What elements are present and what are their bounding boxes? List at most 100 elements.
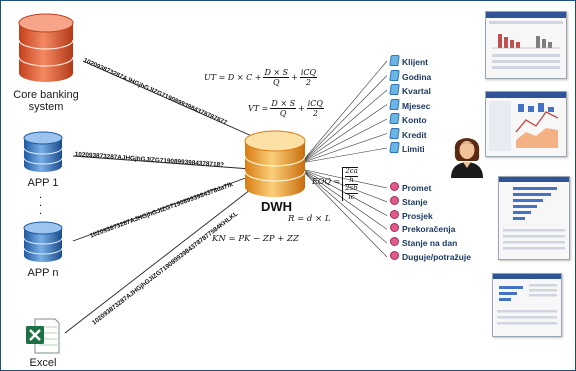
measure-label: Stanje na dan xyxy=(402,238,458,249)
dimension-marker-icon xyxy=(389,142,400,153)
formula-vt-fraction-1: D × S Q xyxy=(270,99,297,118)
user-avatar-icon xyxy=(451,138,483,178)
excel-label: Excel xyxy=(29,357,57,369)
dimension-label: Godina xyxy=(402,71,432,82)
measure-spoke xyxy=(300,168,388,258)
appn-label: APP n xyxy=(27,267,59,279)
appn-to-dwh-line xyxy=(72,175,252,242)
formula-eoq-num: 2ca xyxy=(345,167,358,177)
report-thumbnail-2 xyxy=(485,91,567,157)
dimension-spoke xyxy=(300,89,388,164)
formula-vt-f1-num: D × S xyxy=(270,99,297,109)
formula-ut-lhs: UT = D × C + xyxy=(204,73,262,82)
dimension-item: Mjesec xyxy=(389,98,431,111)
dimension-label: Klijent xyxy=(402,57,428,67)
report-thumbnail-1 xyxy=(485,11,567,79)
appn-database-icon xyxy=(23,221,63,262)
dimension-label: Kvartal xyxy=(402,86,431,96)
app1-database-icon xyxy=(23,131,63,172)
measure-marker-icon xyxy=(390,223,399,233)
measure-label: Prekoračenja xyxy=(402,224,456,235)
core-banking-database-icon xyxy=(18,13,74,82)
report-thumbnail-1-image xyxy=(486,12,566,69)
formula-vt-plus: + xyxy=(298,104,305,113)
formula-eoq-radical: 2ca h 2sb ic xyxy=(342,167,358,201)
dimension-item: Kredit xyxy=(389,127,427,140)
sources-ellipsis: . . . xyxy=(39,189,43,217)
excel-to-dwh-line xyxy=(64,182,260,334)
formula-ut-fraction-1: D × S Q xyxy=(263,68,290,87)
formula-ut-plus: + xyxy=(291,73,298,82)
dimension-spoke xyxy=(300,133,388,164)
dwh-spokes xyxy=(300,60,388,258)
measure-spoke xyxy=(300,168,388,230)
excel-file-icon xyxy=(26,318,60,354)
measure-spoke xyxy=(300,168,388,203)
measure-item: Promet xyxy=(390,182,431,194)
formula-ut-f1-num: D × S xyxy=(263,68,290,78)
measure-label: Duguje/potražuje xyxy=(402,252,471,262)
report-thumbnail-2-image xyxy=(486,92,566,151)
dimension-spoke xyxy=(300,147,388,164)
formula-eoq-lhs: EOQ = xyxy=(312,177,341,186)
formula-vt-f2-num: iCQ xyxy=(306,99,324,109)
formula-vt-fraction-2: iCQ 2 xyxy=(306,99,324,118)
measure-item: Duguje/potražuje xyxy=(390,251,471,263)
measure-marker-icon xyxy=(390,251,399,260)
formula-kn: KN = PK − ZP + ZZ xyxy=(212,234,299,244)
formula-vt-f1-den: Q xyxy=(279,109,287,118)
dwh-database-icon xyxy=(244,130,306,197)
formula-ut-fraction-2: iCQ 2 xyxy=(299,68,318,87)
report-thumbnail-4 xyxy=(492,273,562,337)
measure-item: Prekoračenja xyxy=(390,223,455,235)
core-banking-label-line1: Core banking xyxy=(13,89,79,101)
measure-marker-icon xyxy=(390,237,399,247)
formula-eoq-den-den: 2sb xyxy=(345,184,358,194)
formula-vt-lhs: VT = xyxy=(248,104,269,113)
measure-spoke xyxy=(300,168,388,189)
app1-to-dwh-line xyxy=(72,155,252,170)
dimension-label: Kredit xyxy=(402,129,427,140)
formula-ut: UT = D × C + D × S Q + iCQ 2 xyxy=(204,68,318,87)
measure-spoke xyxy=(300,168,388,216)
formula-eoq: EOQ = 2ca h 2sb ic xyxy=(312,167,358,201)
dimension-item: Kvartal xyxy=(389,84,431,96)
dimension-label: Konto xyxy=(402,115,427,125)
dimension-spoke xyxy=(300,60,388,164)
formula-eoq-den-tail: ic xyxy=(348,192,355,201)
measure-item: Stanje na dan xyxy=(390,237,457,249)
report-thumbnail-3 xyxy=(498,176,570,260)
core-to-dwh-line xyxy=(82,60,264,142)
dimension-label: Limiti xyxy=(402,144,425,154)
ellipsis-dot-1: . xyxy=(39,189,43,201)
measure-item: Stanje xyxy=(390,195,428,208)
dimension-marker-icon xyxy=(389,69,400,81)
dimension-item: Godina xyxy=(389,69,432,82)
measure-marker-icon xyxy=(390,195,399,205)
ellipsis-dot-2: . xyxy=(39,197,43,209)
dimension-marker-icon xyxy=(389,84,400,95)
formula-vt: VT = D × S Q + iCQ 2 xyxy=(248,99,324,118)
dimension-spoke xyxy=(300,75,388,164)
app1-label: APP 1 xyxy=(27,177,59,189)
formula-ut-f2-num: iCQ xyxy=(299,68,318,78)
formula-vt-f2-den: 2 xyxy=(312,109,318,118)
dimension-spoke xyxy=(300,104,388,164)
core-banking-label-line2: system xyxy=(28,101,64,113)
dimension-marker-icon xyxy=(389,55,400,66)
formula-ut-f1-den: Q xyxy=(273,78,280,87)
measure-marker-icon xyxy=(390,209,399,219)
measure-label: Stanje xyxy=(402,196,428,207)
measure-label: Promet xyxy=(402,183,432,193)
measure-spoke xyxy=(300,168,388,244)
measure-marker-icon xyxy=(390,182,399,191)
dimension-marker-icon xyxy=(389,98,400,110)
formula-r: R = d × L xyxy=(288,214,331,224)
core-banking-label: Core banking system xyxy=(5,89,87,113)
dimension-marker-icon xyxy=(389,127,400,139)
dimension-label: Mjesec xyxy=(402,100,431,111)
dwh-label: DWH xyxy=(261,199,293,214)
report-thumbnail-4-image xyxy=(493,274,561,325)
